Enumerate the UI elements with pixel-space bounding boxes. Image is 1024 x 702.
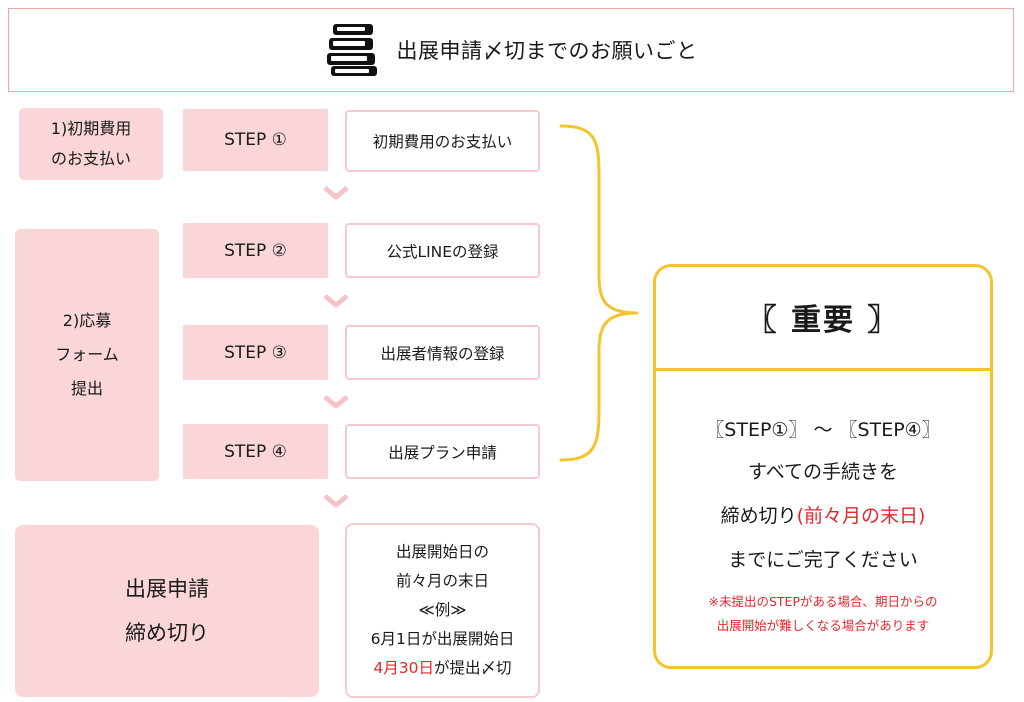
category-label: 提出 [70,379,103,398]
step-1-label: STEP ① [183,109,328,171]
deadline-example: 4月30日が提出〆切 [373,654,511,683]
important-title: 〖 重要 〗 [746,303,900,338]
category-label: 2)応募 [62,311,112,330]
step-4-desc: 出展プラン申請 [345,424,540,479]
step-2-label: STEP ② [183,223,328,278]
important-deadline: 締め切り(前々月の末日) [656,501,990,528]
important-deadline-highlight: (前々月の末日) [796,505,926,527]
deadline-text: が提出〆切 [434,659,512,677]
step-2-desc: 公式LINEの登録 [345,223,540,278]
divider [656,368,990,371]
important-text: すべての手続きを [748,461,898,483]
important-step-range: 〖STEP①〗 ～ 〖STEP④〗 [705,419,941,441]
step-3-desc: 出展者情報の登録 [345,325,540,380]
category-label: フォーム [55,345,119,364]
page-header: 出展申請〆切までのお願いごと [8,8,1014,92]
deadline-detail: 出展開始日の 前々月の末日 ≪例≫ 6月1日が出展開始日 4月30日が提出〆切 [345,523,540,698]
important-notice: 〖 重要 〗 〖STEP①〗 ～ 〖STEP④〗 すべての手続きを 締め切り(前… [653,264,993,669]
important-text: までにご完了ください [728,549,918,571]
category-label: 出展申請 [125,577,209,601]
category-label: 1)初期費用 [50,119,132,138]
deadline-text: 6月1日が出展開始日 [370,630,515,648]
chevron-down-icon [323,186,349,200]
step-4-label: STEP ④ [183,424,328,479]
books-icon [325,22,385,78]
category-label: のお支払い [50,149,131,168]
deadline-date-highlight: 4月30日 [373,659,435,677]
chevron-down-icon [323,395,349,409]
category-application-form: 2)応募 フォーム 提出 [15,229,159,481]
deadline-text: 前々月の末日 [395,572,489,590]
step-3-label: STEP ③ [183,325,328,380]
category-deadline: 出展申請 締め切り [15,525,319,697]
chevron-down-icon [323,494,349,508]
important-note: 出展開始が難しくなる場合があります [716,618,930,633]
step-1-desc: 初期費用のお支払い [345,110,540,172]
category-initial-fee: 1)初期費用 のお支払い [19,108,163,180]
grouping-brace [559,124,639,462]
category-label: 締め切り [125,621,209,645]
important-note: ※未提出のSTEPがある場合、期日からの [708,594,938,609]
deadline-text: 出展開始日の [395,543,489,561]
chevron-down-icon [323,294,349,308]
important-text: 締め切り [720,505,797,527]
deadline-example-label: ≪例≫ [418,601,467,619]
page-title: 出展申請〆切までのお願いごと [396,39,698,63]
